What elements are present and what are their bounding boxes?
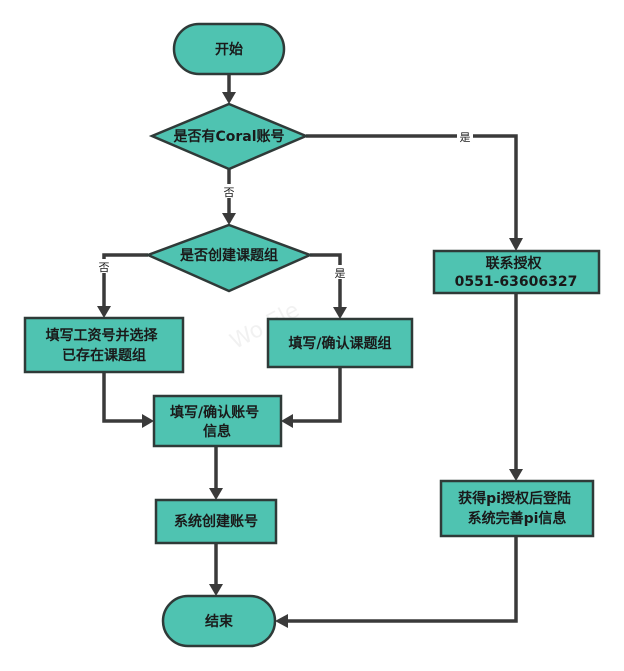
node-coral-check-label: 是否有Coral账号	[173, 128, 284, 145]
edge-pi-to-end	[288, 536, 518, 623]
node-contact-line-2: 0551-63606327	[455, 274, 578, 290]
node-contact-line-1: 联系授权	[486, 255, 543, 272]
edge-coral-yes	[306, 134, 518, 238]
edge-label-coral-no: 否	[224, 186, 235, 199]
connectors	[97, 74, 523, 628]
edge-label-group-no: 否	[99, 261, 110, 274]
arrow-pi-login-icon	[509, 469, 523, 481]
arrow-end-icon	[209, 584, 223, 596]
node-pi-login[interactable]: 获得pi授权后登陆 系统完善pi信息	[439, 479, 595, 538]
arrow-group-check-icon	[222, 213, 236, 225]
arrow-coral-check-icon	[222, 92, 236, 104]
arrow-end-right-icon	[275, 614, 288, 628]
arrow-fill-salary-icon	[97, 306, 111, 318]
node-coral-check[interactable]: 是否有Coral账号	[148, 102, 310, 171]
node-start[interactable]: 开始	[172, 22, 286, 76]
arrow-account-left-icon	[142, 414, 154, 428]
edge-group-to-account	[293, 367, 342, 423]
node-fill-salary[interactable]: 填写工资号并选择 已存在课题组	[23, 316, 185, 374]
node-fill-account-label: 填写/确认账号 信息	[170, 404, 264, 440]
node-end-label: 结束	[205, 613, 234, 630]
edge-labels: 是 否 否 是	[96, 129, 473, 280]
node-contact[interactable]: 联系授权 0551-63606327	[432, 249, 601, 295]
arrow-fill-group-icon	[333, 307, 347, 319]
arrow-contact-icon	[509, 238, 523, 251]
node-fill-group[interactable]: 填写/确认课题组	[266, 317, 414, 369]
node-start-label: 开始	[215, 41, 243, 58]
node-end[interactable]: 结束	[161, 594, 277, 648]
arrow-account-right-icon	[281, 414, 293, 428]
edge-label-coral-yes: 是	[460, 131, 471, 144]
node-fill-account-line-1: 填写/确认账号	[170, 404, 259, 421]
node-fill-salary-line-1: 填写工资号并选择	[46, 327, 159, 344]
node-pi-login-line-2: 系统完善pi信息	[468, 510, 567, 527]
arrow-create-icon	[209, 488, 223, 500]
node-fill-account[interactable]: 填写/确认账号 信息	[152, 394, 283, 448]
edge-group-no	[102, 253, 148, 306]
edge-label-group-yes: 是	[335, 267, 346, 280]
node-create-account[interactable]: 系统创建账号	[154, 498, 278, 545]
node-group-check[interactable]: 是否创建课题组	[144, 223, 314, 293]
node-fill-salary-label: 填写工资号并选择 已存在课题组	[46, 327, 163, 364]
node-create-account-label: 系统创建账号	[174, 513, 258, 530]
node-fill-salary-line-2: 已存在课题组	[62, 347, 146, 364]
node-fill-group-label: 填写/确认课题组	[288, 335, 391, 352]
edge-salary-to-account	[102, 372, 142, 423]
node-group-check-label: 是否创建课题组	[180, 247, 278, 264]
node-pi-login-label: 获得pi授权后登陆 系统完善pi信息	[458, 490, 576, 527]
edge-group-yes	[310, 253, 342, 307]
node-fill-account-line-2: 信息	[203, 423, 231, 440]
node-pi-login-line-1: 获得pi授权后登陆	[458, 490, 571, 507]
node-contact-label: 联系授权 0551-63606327	[455, 255, 578, 290]
